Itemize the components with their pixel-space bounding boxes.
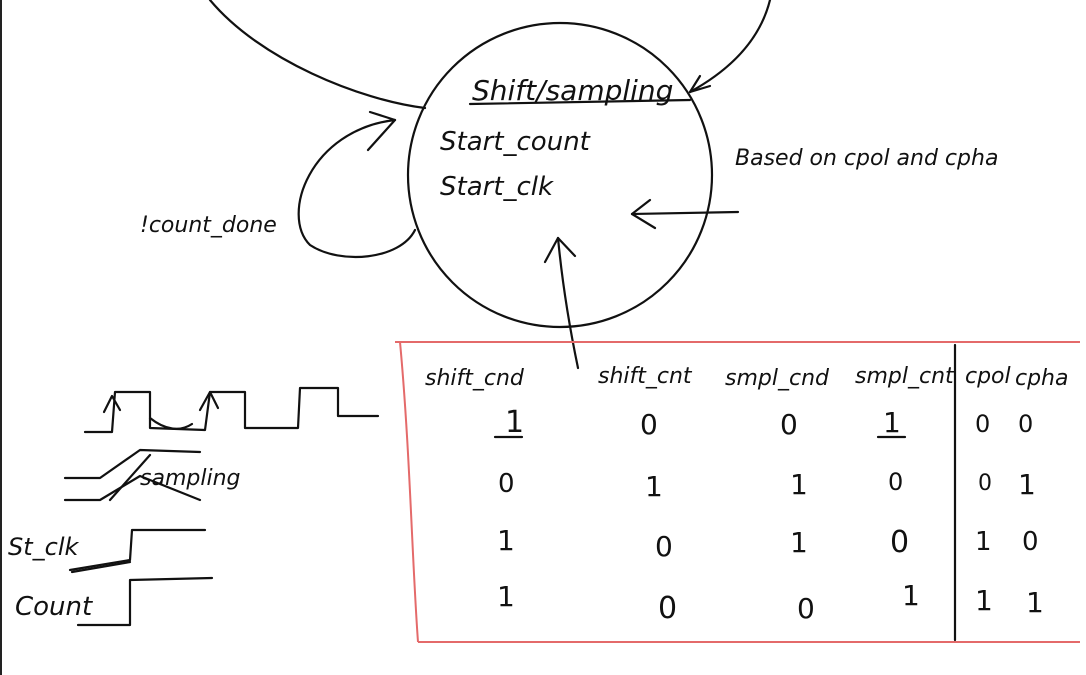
cell-r4-shift-cnt: 0 <box>658 591 677 626</box>
cell-r2-cpol: 0 <box>978 471 992 496</box>
cell-r4-cpol: 1 <box>975 584 993 617</box>
cell-r3-cpha: 0 <box>1022 527 1039 557</box>
state-title-underline <box>468 98 692 106</box>
cell-r2-cpha: 1 <box>1018 468 1036 501</box>
left-border-line <box>0 0 2 675</box>
upper-arc <box>208 0 427 110</box>
right-incoming-arrowhead <box>688 74 712 94</box>
cell-r3-shift-cnt: 0 <box>655 530 673 563</box>
cell-r3-cpol: 1 <box>975 527 992 557</box>
header-smpl-cnd: smpl_cnd <box>725 366 830 391</box>
st-clk-underline <box>70 560 132 574</box>
header-smpl-cnt: smpl_cnt <box>855 364 955 389</box>
count-label: Count <box>15 592 93 622</box>
header-cpol: cpol <box>965 364 1011 389</box>
cell-r1-smpl-cnd: 0 <box>780 408 798 441</box>
cell-r3-shift-cnd: 1 <box>497 524 515 557</box>
cell-r3-smpl-cnt: 0 <box>890 525 909 560</box>
cell-r4-smpl-cnd: 0 <box>797 592 815 625</box>
table-to-state-arrow <box>556 236 580 370</box>
cell-r3-smpl-cnd: 1 <box>790 526 808 559</box>
st-clk-waveform <box>68 528 207 572</box>
cell-r2-shift-cnd: 0 <box>498 469 515 499</box>
clock-rising-arrow-2 <box>198 390 220 412</box>
cell-r2-smpl-cnd: 1 <box>790 468 808 501</box>
right-note-arrowhead <box>630 198 657 230</box>
right-incoming-arc <box>688 0 772 94</box>
st-clk-label: St_clk <box>8 533 80 561</box>
sampling-cross <box>108 453 152 502</box>
state-action-start-count: Start_count <box>440 127 591 157</box>
table-to-state-arrowhead <box>543 236 577 264</box>
state-action-start-clk: Start_clk <box>440 172 554 202</box>
cell-r4-shift-cnd: 1 <box>497 580 515 613</box>
cell-r4-cpha: 1 <box>1026 586 1044 619</box>
count-waveform <box>76 576 214 627</box>
sampling-label: sampling <box>140 466 241 491</box>
header-cpha: cpha <box>1015 366 1069 391</box>
state-circle <box>406 21 714 329</box>
right-note: Based on cpol and cpha <box>735 146 998 171</box>
clock-waveform <box>83 386 380 434</box>
self-loop <box>297 118 417 259</box>
cell-r1-cpol: 0 <box>975 410 990 438</box>
clock-edge-curve <box>148 416 194 430</box>
self-loop-arrowhead <box>366 110 397 152</box>
cell-r1-smpl-cnt: 1 <box>883 406 901 439</box>
cell-r1-shift-cnt: 0 <box>640 408 658 441</box>
clock-rising-arrow-1 <box>102 394 122 414</box>
cell-r1-cpha: 0 <box>1018 410 1033 438</box>
cell-r1-shift-cnd: 1 <box>505 405 524 440</box>
cell-r2-shift-cnt: 1 <box>645 470 663 503</box>
right-note-arrow-line <box>630 210 740 216</box>
sampling-line-upper <box>63 448 202 480</box>
self-loop-label: !count_done <box>140 213 277 238</box>
table-left-border <box>399 341 419 643</box>
header-shift-cnt: shift_cnt <box>598 364 693 389</box>
cell-r4-smpl-cnt: 1 <box>902 579 920 612</box>
cell-r2-smpl-cnt: 0 <box>888 468 903 496</box>
header-shift-cnd: shift_cnd <box>425 366 525 391</box>
